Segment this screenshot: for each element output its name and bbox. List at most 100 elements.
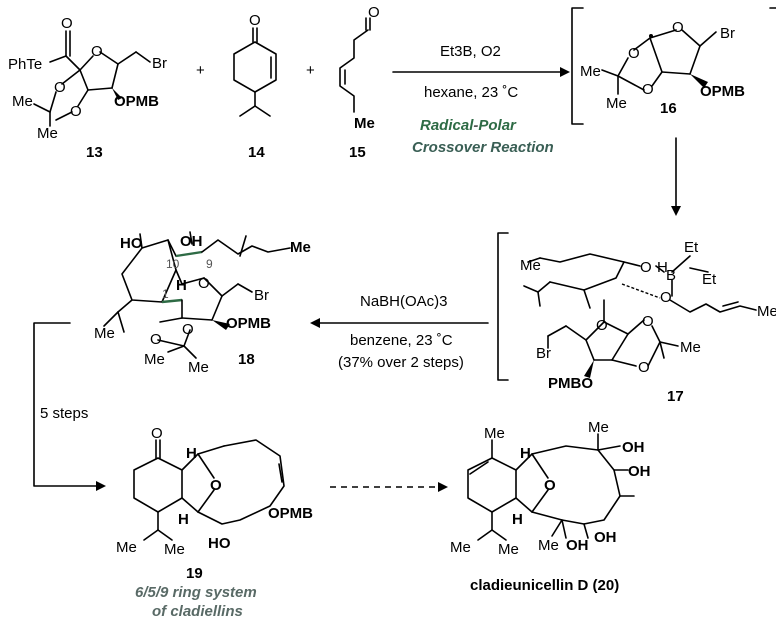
- label-me: Me: [520, 257, 541, 274]
- compound-number-15: 15: [349, 144, 366, 161]
- label-me2: Me: [606, 95, 627, 112]
- label-ho: HO: [120, 235, 143, 252]
- label-me3: Me: [94, 325, 115, 342]
- dashed-arrow: [330, 482, 448, 492]
- label-o: O: [368, 4, 380, 21]
- label-diox-me1: Me: [680, 339, 701, 356]
- label-b: B: [666, 267, 676, 284]
- compound-name-20: cladieunicellin D (20): [470, 577, 619, 594]
- label-diox-o1: O: [628, 45, 640, 62]
- label-diox-o2: O: [70, 103, 82, 120]
- label-c9: 9: [206, 257, 213, 271]
- label-o: O: [249, 12, 261, 29]
- label-oh2: OH: [628, 463, 651, 480]
- step1-name-line1: Radical-Polar: [420, 117, 517, 134]
- label-oh4: OH: [594, 529, 617, 546]
- step1-conditions: hexane, 23 ˚C: [424, 84, 518, 101]
- radical-text: Radical: [420, 117, 474, 134]
- step2-yield: (37% over 2 steps): [338, 354, 464, 371]
- label-opmb: OPMB: [700, 83, 745, 100]
- caption-line2: of cladiellins: [152, 603, 243, 620]
- compound-14: O 14: [233, 12, 277, 161]
- arrow-16-to-17: [671, 137, 681, 216]
- plus-sign-1: +: [196, 62, 205, 79]
- label-bridge-o: O: [544, 477, 556, 494]
- hyphen-text: -: [473, 117, 478, 134]
- label-me2: Me: [37, 125, 58, 142]
- label-oh1: OH: [622, 439, 645, 456]
- label-pmbo: PMBO: [548, 375, 593, 392]
- label-br: Br: [152, 55, 167, 72]
- label-me: Me: [354, 115, 375, 132]
- compound-number-14: 14: [248, 144, 265, 161]
- label-oh3: OH: [566, 537, 589, 554]
- step3-label: 5 steps: [40, 405, 88, 422]
- step2-reagents: NaBH(OAc)3: [360, 293, 448, 310]
- label-et1: Et: [684, 239, 699, 256]
- label-me2: Me: [188, 359, 209, 376]
- compound-number-13: 13: [86, 144, 103, 161]
- label-ring-o: O: [672, 19, 684, 36]
- label-et2: Et: [702, 271, 717, 288]
- label-carbonyl-o: O: [61, 15, 73, 32]
- compound-number-19: 19: [186, 565, 203, 582]
- label-h-bottom: H: [512, 511, 523, 528]
- compound-16: O Br O O OPMB Me Me 16: [571, 7, 776, 125]
- step2-arrow: NaBH(OAc)3 benzene, 23 ˚C (37% over 2 st…: [310, 293, 489, 371]
- label-me-ipr1: Me: [450, 539, 471, 556]
- label-chain-me: Me: [757, 303, 776, 320]
- label-ketone-o: O: [151, 425, 163, 442]
- polar-text: Polar: [478, 117, 517, 134]
- label-phte: PhTe: [8, 56, 42, 73]
- label-h-bottom: H: [178, 511, 189, 528]
- label-ring-o: O: [198, 275, 210, 292]
- label-ring-o: O: [596, 317, 608, 334]
- label-diox-o2: O: [642, 81, 654, 98]
- compound-20: Me Me OH OH H O H Me Me Me OH OH cladieu…: [450, 419, 651, 594]
- label-h: H: [657, 259, 668, 276]
- label-me1: Me: [116, 539, 137, 556]
- label-c10: 10: [166, 257, 180, 271]
- label-aldehyde-o: O: [660, 289, 672, 306]
- compound-number-18: 18: [238, 351, 255, 368]
- label-opmb: OPMB: [114, 93, 159, 110]
- compound-17: Me O H B Et Et O Me Me O O O Br PMBO 17: [497, 232, 776, 405]
- label-diox-o1: O: [54, 79, 66, 96]
- step3-arrow: 5 steps: [33, 322, 106, 491]
- label-h-top: H: [186, 445, 197, 462]
- compound-19: O H O H HO OPMB Me Me 19 6/5/9 ring syst…: [116, 425, 313, 620]
- step1-reagents: Et3B, O2: [440, 43, 501, 60]
- label-opmb: OPMB: [268, 505, 313, 522]
- label-br: Br: [254, 287, 269, 304]
- label-ho: HO: [208, 535, 231, 552]
- label-diox-o2: O: [182, 321, 194, 338]
- label-bridge-o: O: [210, 477, 222, 494]
- label-diox-o1: O: [150, 331, 162, 348]
- label-diox-o2: O: [638, 359, 650, 376]
- label-me1: Me: [144, 351, 165, 368]
- label-me1: Me: [12, 93, 33, 110]
- label-br: Br: [536, 345, 551, 362]
- label-br: Br: [720, 25, 735, 42]
- caption-line1: 6/5/9 ring system: [135, 584, 257, 601]
- step1-arrow: Et3B, O2 hexane, 23 ˚C Radical-Polar Cro…: [392, 43, 570, 156]
- label-h: H: [176, 277, 187, 294]
- label-opmb: OPMB: [226, 315, 271, 332]
- label-chain-me: Me: [290, 239, 311, 256]
- label-ring-o: O: [91, 43, 103, 60]
- label-me-ring: Me: [588, 419, 609, 436]
- compound-15: O Me 15: [339, 4, 380, 161]
- label-me-top: Me: [484, 425, 505, 442]
- compound-number-17: 17: [667, 388, 684, 405]
- compound-number-16: 16: [660, 100, 677, 117]
- compound-18: HO OH Me 9 10 1 H O Br OPMB O O Me Me Me…: [94, 231, 311, 376]
- label-me2: Me: [164, 541, 185, 558]
- label-enolate-o: O: [640, 259, 652, 276]
- label-me1: Me: [580, 63, 601, 80]
- label-me-ipr2: Me: [498, 541, 519, 558]
- label-h-top: H: [520, 445, 531, 462]
- label-me-oh: Me: [538, 537, 559, 554]
- compound-13: PhTe O O Br O O OPMB Me Me 13: [8, 15, 167, 161]
- label-diox-o1: O: [642, 313, 654, 330]
